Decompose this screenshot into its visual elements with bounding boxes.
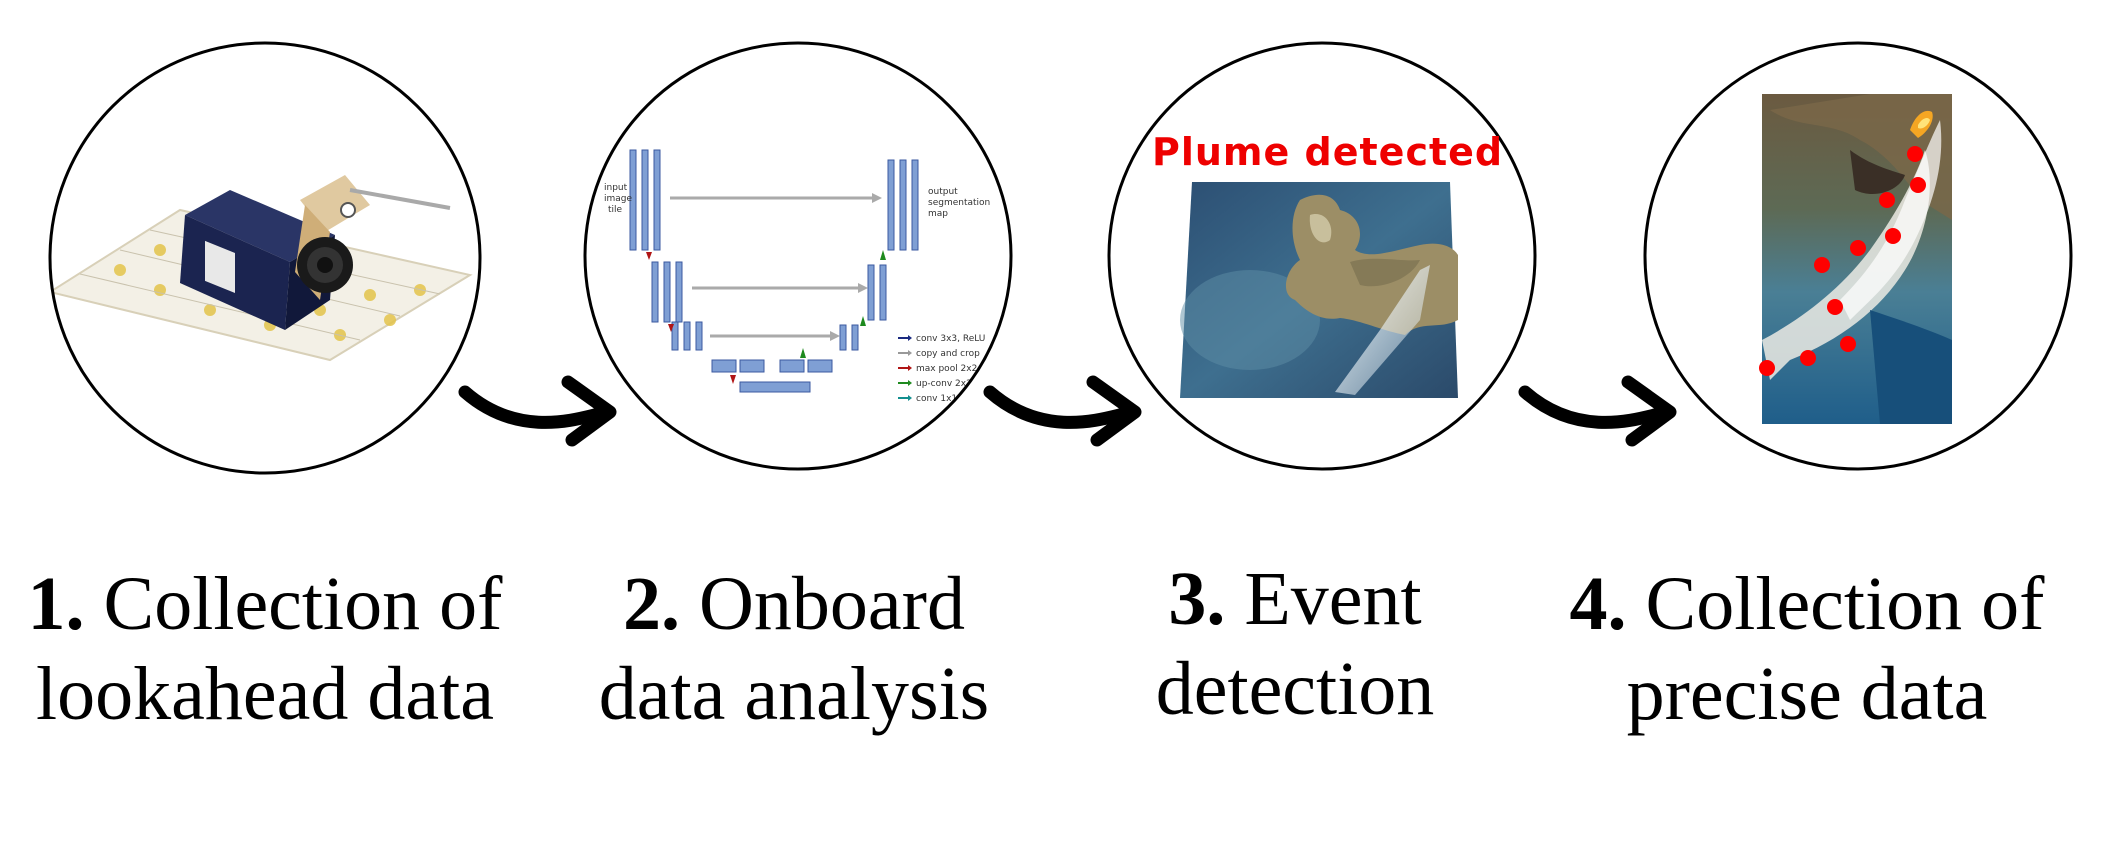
detection-markers [1759, 146, 1926, 376]
detection-marker [1910, 177, 1926, 193]
unet-output-label-1: output [928, 187, 958, 197]
step-3-caption: 3. Event detection [1015, 555, 1575, 734]
step-1-number: 1. [27, 562, 85, 646]
step-2-number: 2. [623, 562, 681, 646]
unet-input-label-2: image [604, 194, 632, 204]
satellite-illustration [50, 175, 473, 362]
unet-legend-arrowhead [908, 350, 912, 356]
detection-marker [1840, 336, 1856, 352]
step-1-line-2: lookahead data [36, 651, 494, 736]
unet-legend-arrowhead [908, 335, 912, 341]
arrow-1-to-2 [458, 385, 610, 429]
step-1-line-1: Collection of [103, 562, 503, 646]
detection-image [1180, 182, 1458, 398]
arrow-3-to-4 [1518, 385, 1670, 429]
detection-marker [1885, 228, 1901, 244]
arrow-2-to-3 [983, 385, 1135, 429]
unet-legend-label: conv 1x1 [916, 394, 957, 404]
unet-legend-arrowhead [908, 380, 912, 386]
arrow-3-to-4-head [1621, 375, 1677, 447]
plume-detected-label: Plume detected [1152, 130, 1504, 174]
detection-marker [1814, 257, 1830, 273]
detection-marker [1907, 146, 1923, 162]
unet-legend-label: max pool 2x2 [916, 364, 977, 374]
unet-legend-label: up-conv 2x2 [916, 379, 972, 389]
step-2-line-1: Onboard [699, 562, 965, 646]
step-4-circle [1643, 41, 2073, 471]
unet-input-label-3: tile [608, 205, 623, 215]
step-3-circle [1107, 41, 1537, 471]
unet-legend-label: conv 3x3, ReLU [916, 334, 985, 344]
step-4-caption: 4. Collection of precise data [1527, 560, 2087, 739]
precise-data-image [1762, 94, 1952, 424]
detection-marker [1879, 192, 1895, 208]
arrow-1-to-2-head [561, 375, 617, 447]
step-4-line-2: precise data [1626, 651, 1988, 736]
unet-output-label-2: segmentation [928, 198, 990, 208]
unet-legend-label: copy and crop [916, 349, 980, 359]
step-2-line-2: data analysis [598, 651, 990, 736]
step-3-line-2: detection [1155, 646, 1435, 731]
unet-input-label-1: input [604, 183, 628, 193]
detection-marker [1827, 299, 1843, 315]
arrow-2-to-3-head [1086, 375, 1142, 447]
step-4-number: 4. [1569, 562, 1627, 646]
step-1-caption: 1. Collection of lookahead data [0, 560, 545, 739]
step-2-caption: 2. Onboard data analysis [514, 560, 1074, 739]
unet-diagram: input image tile output segmentation map… [604, 149, 990, 404]
unet-legend: conv 3x3, ReLU copy and crop max pool 2x2 u… [898, 334, 985, 404]
unet-legend-arrowhead [908, 365, 912, 371]
step-3-line-1: Event [1244, 557, 1422, 641]
step-3-number: 3. [1168, 557, 1226, 641]
unet-output-label-3: map [928, 209, 948, 219]
detection-marker [1850, 240, 1866, 256]
step-4-line-1: Collection of [1645, 562, 2045, 646]
step-1-circle [48, 41, 482, 475]
detection-marker [1759, 360, 1775, 376]
detection-marker [1800, 350, 1816, 366]
step-2-circle [583, 41, 1013, 471]
unet-legend-arrowhead [908, 395, 912, 401]
